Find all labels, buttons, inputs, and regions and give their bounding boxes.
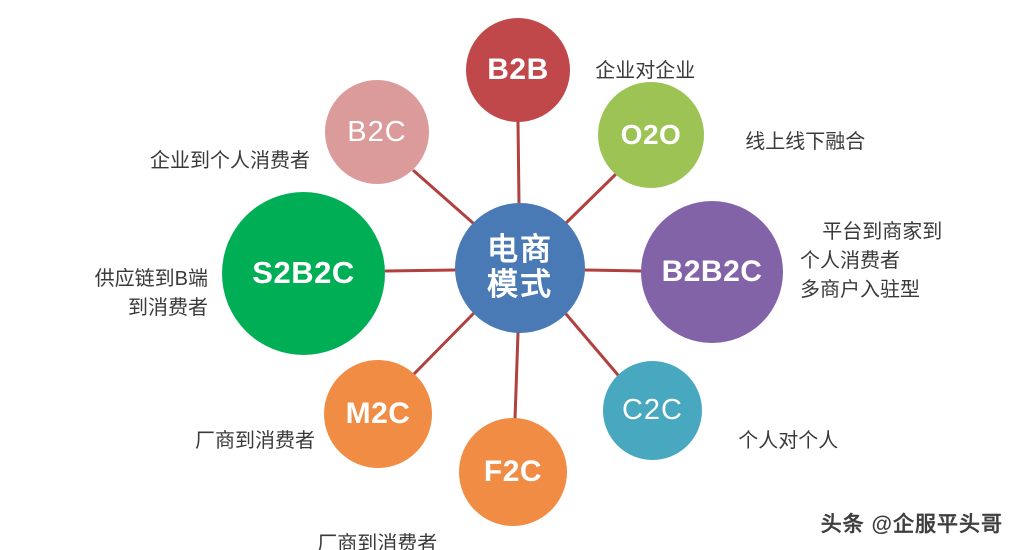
node-center-label-line2: 模式 <box>487 267 553 302</box>
node-s2b2c[interactable]: S2B2C <box>222 192 385 355</box>
node-c2c-label: C2C <box>621 394 683 427</box>
caption-b2b-text: 企业对企业 <box>595 60 696 82</box>
node-b2b2c-label: B2B2C <box>661 255 763 289</box>
node-c2c[interactable]: C2C <box>603 361 702 460</box>
node-f2c-label: F2C <box>483 455 543 489</box>
node-m2c[interactable]: M2C <box>324 360 432 468</box>
node-o2o-label: O2O <box>620 119 682 151</box>
caption-o2o-text: 线上线下融合 <box>745 131 866 153</box>
watermark: 头条 @企服平头哥 <box>820 513 1003 536</box>
caption-b2b2c-text: 平台到商家到 个人消费者 多商户入驻型 <box>800 221 943 301</box>
caption-b2b: 企业对企业 <box>573 28 695 115</box>
edge-center-c2c <box>564 312 620 377</box>
edge-center-s2b2c <box>384 268 457 273</box>
caption-m2c-text: 厂商到消费者 <box>195 430 315 452</box>
caption-o2o: 线上线下融合 <box>723 99 865 186</box>
node-b2b[interactable]: B2B <box>466 18 570 122</box>
node-b2c[interactable]: B2C <box>325 80 429 184</box>
edge-center-f2c <box>513 331 520 421</box>
node-f2c[interactable]: F2C <box>459 418 567 526</box>
edge-center-b2b2c <box>583 268 643 273</box>
node-center-ecommerce-models[interactable]: 电商 模式 <box>455 203 585 333</box>
caption-c2c-text: 个人对个人 <box>738 430 839 452</box>
node-b2b2c[interactable]: B2B2C <box>641 201 783 343</box>
node-b2c-label: B2C <box>347 115 407 148</box>
caption-c2c: 个人对个人 <box>716 398 838 485</box>
node-center-label-line1: 电商 <box>487 232 553 268</box>
caption-b2b2c: 平台到商家到 个人消费者 多商户入驻型 <box>800 189 942 334</box>
caption-s2b2c: 供应链到B端 到消费者 <box>52 236 208 352</box>
node-s2b2c-label: S2B2C <box>252 255 355 291</box>
caption-b2c-text: 企业到个人消费者 <box>150 150 310 172</box>
caption-b2c: 企业到个人消费者 <box>88 118 310 205</box>
edge-center-b2c <box>412 169 475 225</box>
node-o2o[interactable]: O2O <box>598 82 704 188</box>
edge-center-o2o <box>564 172 618 225</box>
caption-s2b2c-text: 供应链到B端 到消费者 <box>94 268 208 319</box>
node-b2b-label: B2B <box>487 53 549 87</box>
edge-center-m2c <box>412 312 475 376</box>
edge-center-b2b <box>516 120 521 205</box>
caption-f2c-text: 厂商到消费者 <box>317 533 438 550</box>
caption-f2c: 厂商到消费者 <box>295 501 437 550</box>
caption-m2c: 厂商到消费者 <box>150 398 315 485</box>
node-m2c-label: M2C <box>345 397 411 431</box>
